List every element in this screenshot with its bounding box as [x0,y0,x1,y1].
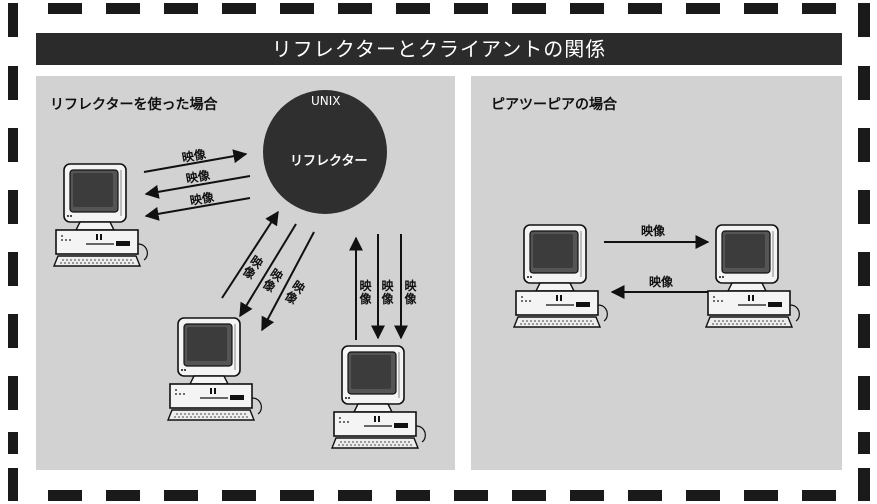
client-computer-1 [53,163,149,267]
video-label: 映像 [381,279,394,306]
server-os-label: UNIX [311,94,341,108]
peer-computer-2 [705,224,801,328]
arrow-icon [261,231,315,332]
reflector-server [263,90,387,214]
arrow-icon [144,175,251,199]
arrow-icon [239,223,297,318]
peer-panel-title: ピアツーピアの場合 [491,97,617,113]
reflector-panel-title: リフレクターを使った場合 [50,97,218,113]
server-name-label: リフレクター [290,154,368,169]
client-computer-3 [331,345,427,449]
client-computer-2 [167,317,263,421]
diagram-title: リフレクターとクライアントの関係 [271,37,607,61]
video-label: 映像 [404,279,417,306]
peer-computer-1 [513,224,609,328]
arrow-icon [144,197,251,221]
video-label: 映像 [359,279,372,306]
video-label: 映像 [649,275,674,289]
video-label: 映像 [641,224,666,238]
arrow-icon [221,210,279,299]
arrow-icon [143,149,248,173]
title-bar [36,33,842,65]
